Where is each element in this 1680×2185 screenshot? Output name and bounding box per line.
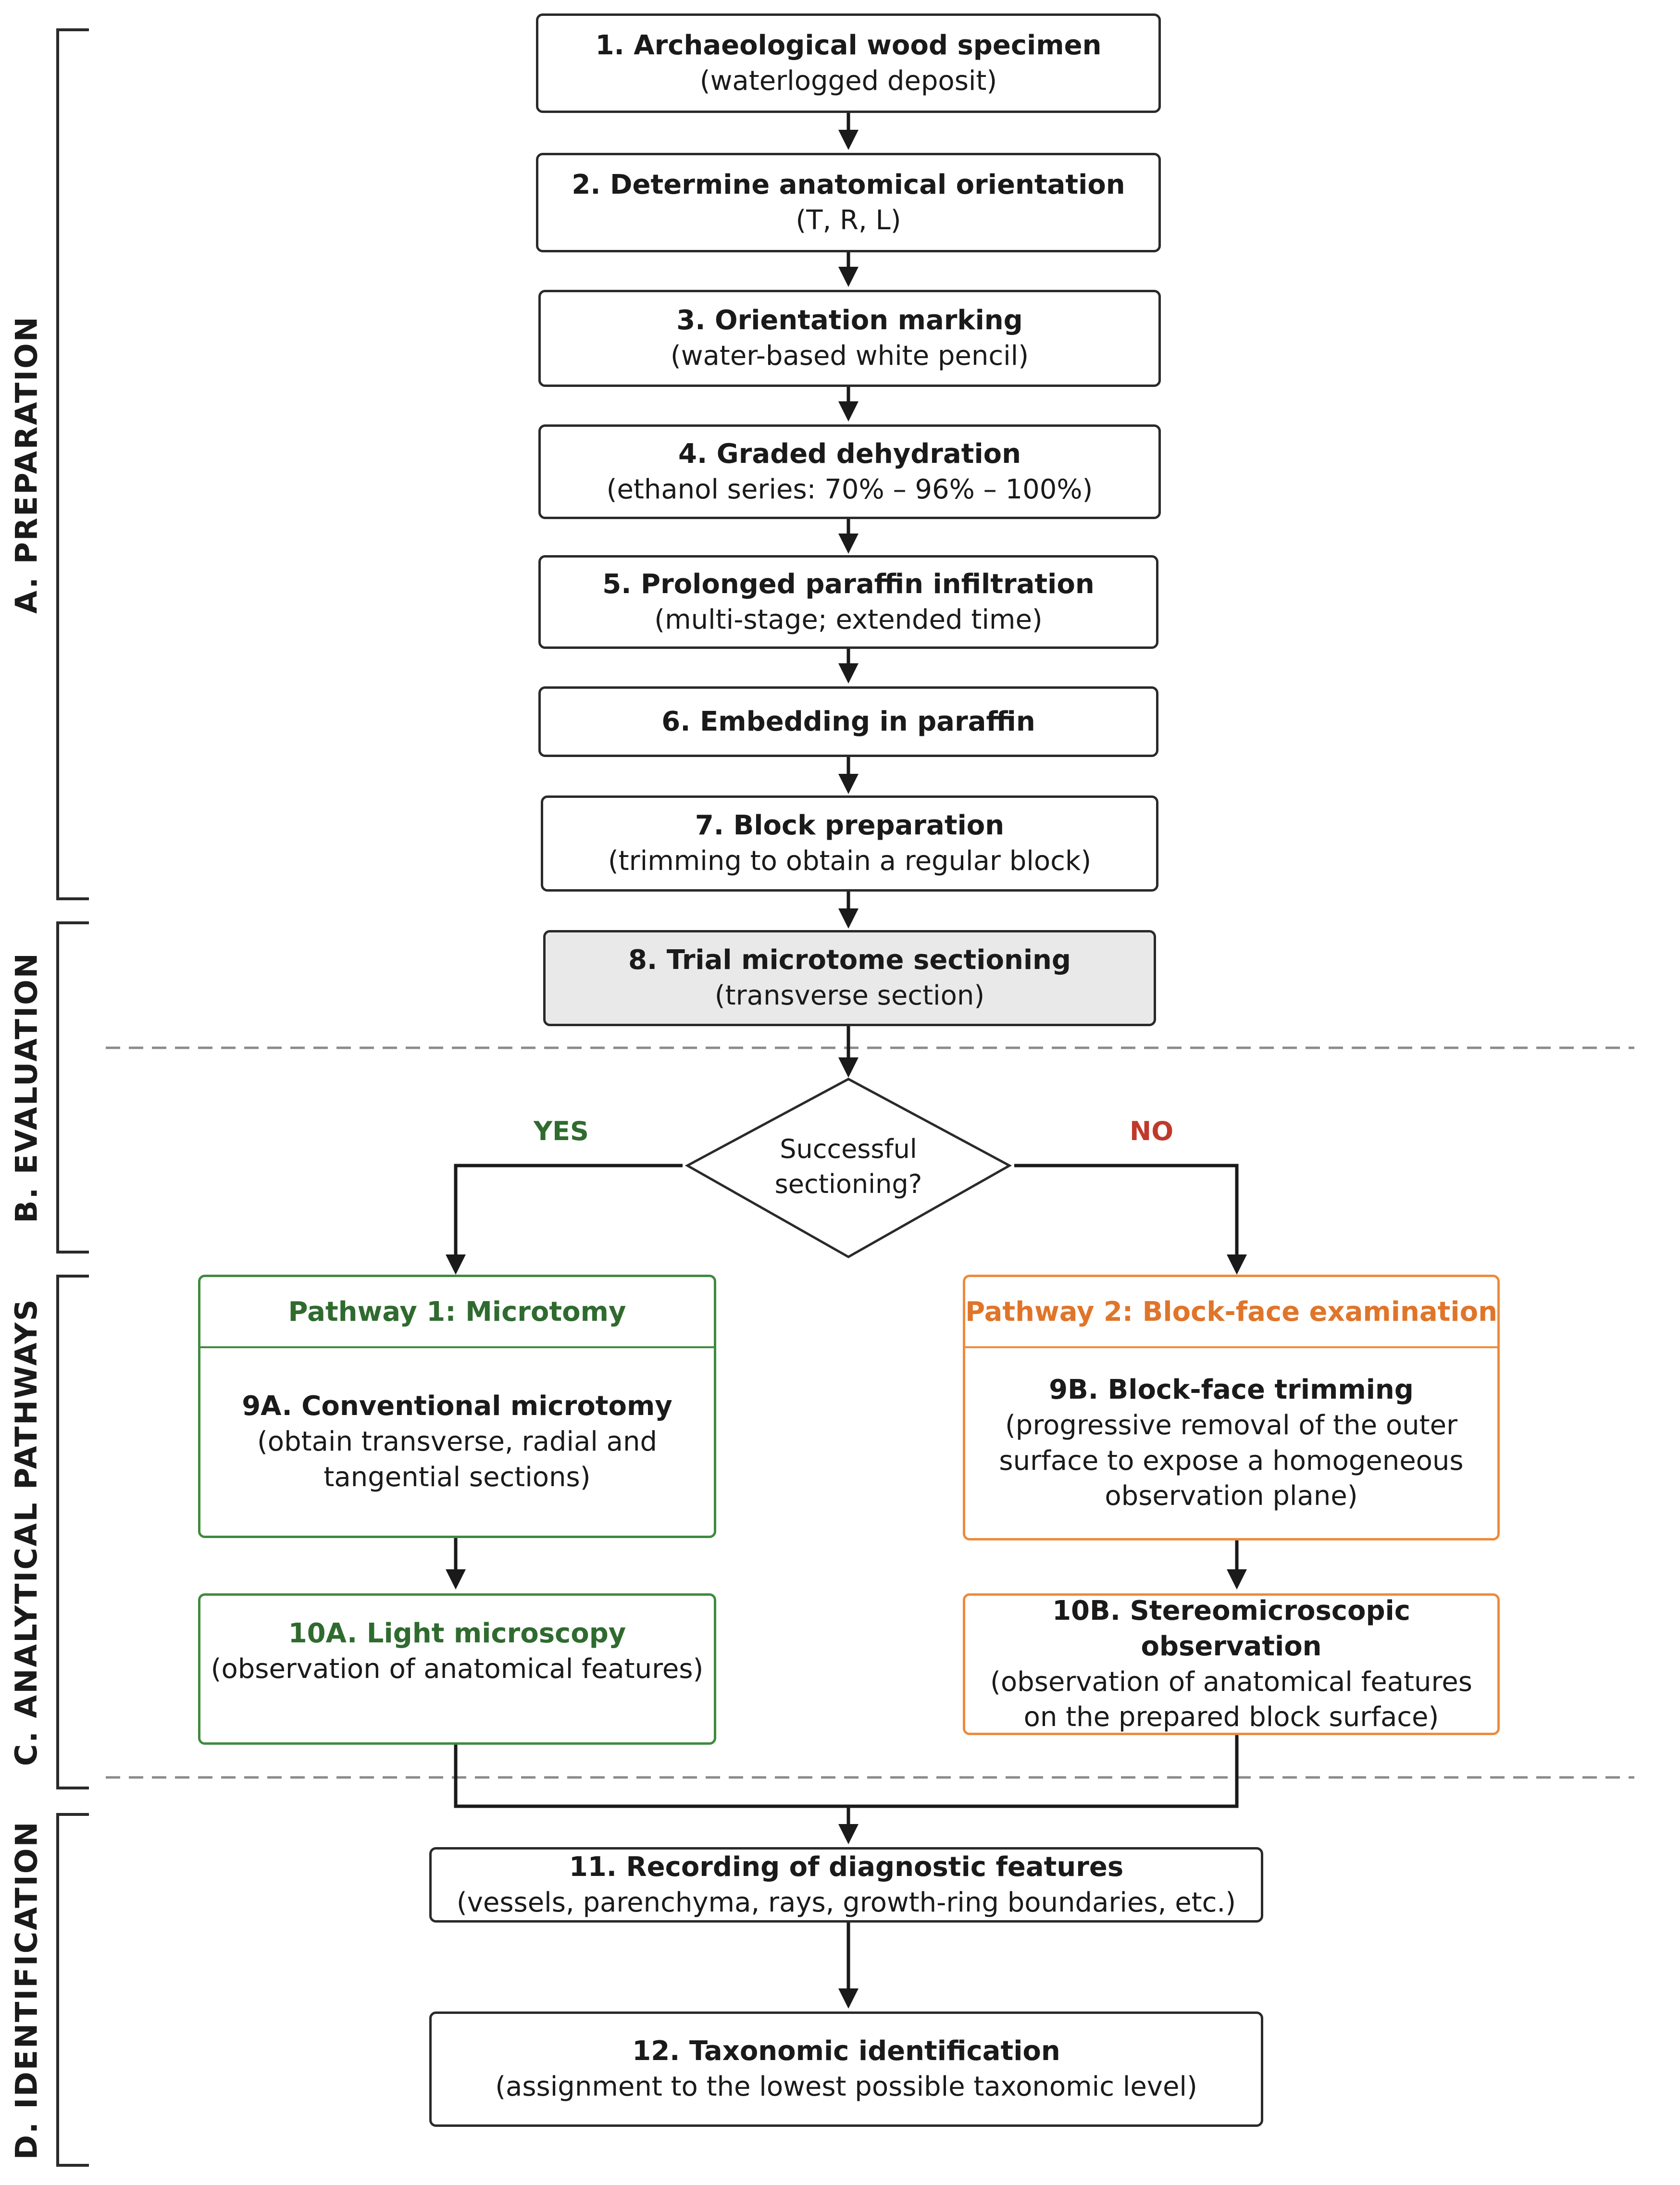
step-10a-title: 10A. Light microscopy [288,1618,626,1649]
step-5-sub: (multi-stage; extended time) [654,604,1043,635]
step-6-title: 6. Embedding in paraffin [661,706,1035,737]
yes-label: YES [534,1116,589,1146]
step-8-sub: (transverse section) [714,980,985,1011]
section-label-evaluation: B. EVALUATION [9,952,44,1223]
step-10b: 10B. Stereomicroscopic observation (obse… [963,1593,1500,1735]
step-11-title: 11. Recording of diagnostic features [569,1851,1124,1883]
step-1-title: 1. Archaeological wood specimen [595,29,1102,61]
pathway-1-box: Pathway 1: Microtomy 9A. Conventional mi… [198,1275,716,1538]
step-9a-title: 9A. Conventional microtomy [242,1390,672,1422]
step-10b-title: 10B. Stereomicroscopic observation [1052,1595,1410,1662]
step-6: 6. Embedding in paraffin [538,686,1158,757]
step-7-sub: (trimming to obtain a regular block) [608,845,1092,877]
step-4-sub: (ethanol series: 70% – 96% – 100%) [606,473,1093,505]
step-3-sub: (water-based white pencil) [670,340,1029,372]
step-10a: 10A. Light microscopy (observation of an… [198,1593,716,1745]
step-8: 8. Trial microtome sectioning (transvers… [543,930,1156,1026]
step-10a-sub: (observation of anatomical features) [211,1653,704,1685]
step-9b-sub-1: (progressive removal of the outer [1005,1409,1458,1441]
step-9a-sub-2: tangential sections) [324,1461,591,1493]
step-9b-title: 9B. Block-face trimming [1049,1374,1414,1405]
step-4: 4. Graded dehydration (ethanol series: 7… [538,424,1161,519]
pathway-2-box: Pathway 2: Block-face examination 9B. Bl… [963,1275,1500,1540]
step-7: 7. Block preparation (trimming to obtain… [541,795,1158,892]
section-label-identification: D. IDENTIFICATION [9,1820,44,2160]
step-9a-sub-1: (obtain transverse, radial and [257,1426,658,1458]
section-label-preparation: A. PREPARATION [9,315,44,614]
step-11: 11. Recording of diagnostic features (ve… [429,1847,1263,1923]
step-12-sub: (assignment to the lowest possible taxon… [495,2071,1197,2102]
no-label: NO [1130,1116,1174,1146]
step-8-title: 8. Trial microtome sectioning [628,944,1071,976]
step-12-title: 12. Taxonomic identification [632,2036,1060,2067]
decision-line-1: Successful [780,1134,917,1164]
pathway-2-header: Pathway 2: Block-face examination [965,1277,1497,1348]
step-10b-sub-1: (observation of anatomical features [990,1666,1472,1698]
step-9b-sub-2: surface to expose a homogeneous [999,1445,1464,1477]
step-9b-sub-3: observation plane) [1105,1480,1358,1512]
separators [106,1046,1634,1779]
pathway-1-header: Pathway 1: Microtomy [200,1277,714,1348]
step-5: 5. Prolonged paraffin infiltration (mult… [538,555,1158,649]
step-4-title: 4. Graded dehydration [678,438,1021,470]
step-3-title: 3. Orientation marking [676,305,1023,336]
step-9b: 9B. Block-face trimming (progressive rem… [965,1348,1497,1538]
step-2-title: 2. Determine anatomical orientation [572,169,1125,200]
main-arrows [446,113,1247,2009]
step-11-sub: (vessels, parenchyma, rays, growth-ring … [456,1887,1236,1918]
step-2-sub: (T, R, L) [796,204,901,236]
decision-text: Successful sectioning? [711,1132,985,1202]
merge-line [454,1735,1239,1808]
step-5-title: 5. Prolonged paraffin infiltration [602,568,1095,600]
step-1-sub: (waterlogged deposit) [699,65,997,97]
decision-diamond [684,1078,1012,1258]
step-2: 2. Determine anatomical orientation (T, … [536,153,1161,252]
step-7-title: 7. Block preparation [695,810,1005,842]
step-9a: 9A. Conventional microtomy (obtain trans… [200,1348,714,1536]
section-label-analytical-pathways: C. ANALYTICAL PATHWAYS [9,1298,44,1766]
decision-line-2: sectioning? [774,1168,922,1199]
step-1: 1. Archaeological wood specimen (waterlo… [536,13,1161,113]
step-3: 3. Orientation marking (water-based whit… [538,290,1161,387]
section-brackets [56,28,89,2167]
step-12: 12. Taxonomic identification (assignment… [429,2011,1263,2127]
step-10b-sub-2: on the prepared block surface) [1023,1701,1439,1733]
